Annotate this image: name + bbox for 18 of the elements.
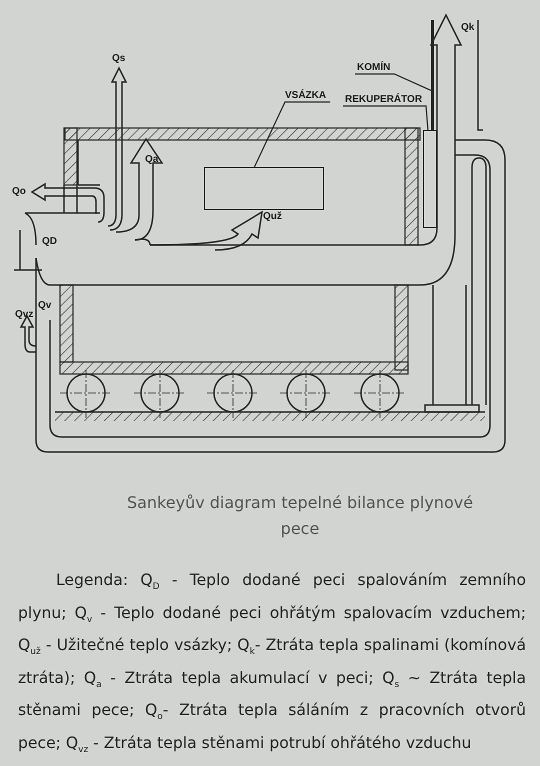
flow-label: Qv xyxy=(38,300,52,311)
flow-label: Qs xyxy=(112,53,126,64)
leader-line xyxy=(343,105,428,130)
chimney-wall xyxy=(431,20,434,130)
legend-paragraph: Legenda: Q$_{D}$ - Teplo dodané peci spalováním zemního plynu; Q$_{v}$ - Teplo dodané peci ohřátým spalovacím vzduchem; Q$_{už}$ - Užitečné teplo vsázky; Q$_{k}$- Ztráta tepla spalinami (komínová ztráta); Q$_{a}$ - Ztráta tepla akumulací v peci; Q$_{s}$ ~ Ztráta tepla stěnami pece; Q$_{o}$- Ztráta tepla sáláním z pracovních otvorů pece; Q$_{vz}$ - Ztráta tepla stěnami potrubí ohřátého vzduchu xyxy=(18,570,526,758)
flow-label: Qk xyxy=(461,22,474,33)
flow-label: Qa xyxy=(145,154,158,165)
part-label: VSÁZKA xyxy=(285,90,326,101)
flow-label: QD xyxy=(42,236,57,247)
recuperator-box xyxy=(423,130,437,228)
flow-label: Qvz xyxy=(15,309,34,320)
caption: Sankeyův diagram tepelné bilance plynové pece xyxy=(126,492,474,540)
leader-line xyxy=(355,73,432,91)
flow-label: Qo xyxy=(12,186,26,197)
charge-block xyxy=(204,167,324,210)
part-label: REKUPERÁTOR xyxy=(345,94,422,105)
leader-line xyxy=(254,101,330,168)
part-label: KOMÍN xyxy=(357,62,390,73)
